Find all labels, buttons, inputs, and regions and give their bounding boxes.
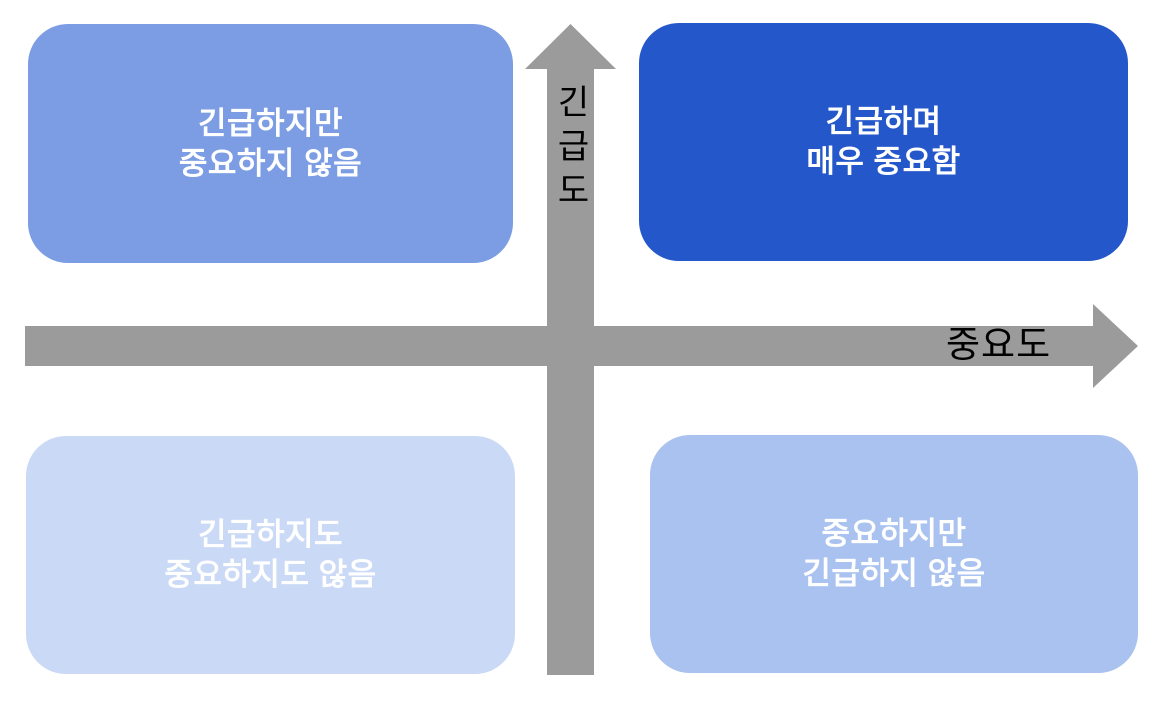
- quadrant-label-line: 긴급하지 않음: [802, 556, 986, 591]
- quadrant-label-line: 중요하지 않음: [178, 145, 363, 181]
- quadrant-important-not-urgent: 중요하지만 긴급하지 않음: [650, 435, 1138, 673]
- quadrant-urgent-very-important: 긴급하며 매우 중요함: [639, 23, 1128, 261]
- quadrant-label-line: 매우 중요함: [806, 144, 961, 179]
- quadrant-not-urgent-not-important: 긴급하지도 중요하지도 않음: [26, 436, 515, 674]
- quadrant-label-line: 긴급하지도: [197, 517, 344, 552]
- urgency-axis-arrow-icon: [525, 24, 616, 675]
- urgency-axis-label: 긴급도: [551, 84, 589, 216]
- quadrant-label-line: 긴급하지만: [197, 105, 344, 141]
- importance-axis-label: 중요도: [946, 324, 1052, 365]
- quadrant-label-line: 중요하지도 않음: [164, 557, 377, 592]
- quadrant-label-line: 중요하지만: [821, 516, 967, 551]
- quadrant-urgent-not-important: 긴급하지만 중요하지 않음: [28, 24, 513, 263]
- quadrant-label-line: 긴급하며: [825, 104, 942, 139]
